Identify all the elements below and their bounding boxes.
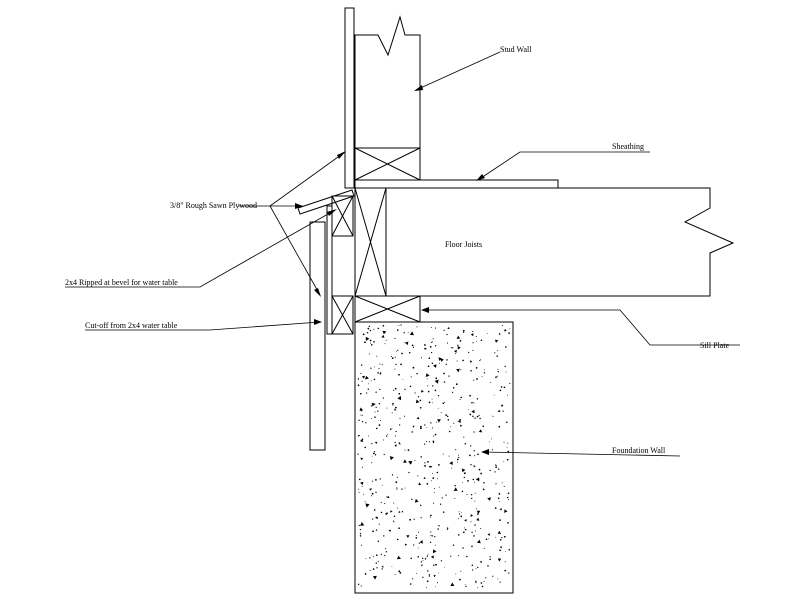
label-stud-wall: Stud Wall [500,45,532,54]
foundation-wall [354,321,514,594]
leader-lines [65,51,740,457]
label-cut-off: Cut-off from 2x4 water table [85,321,178,330]
rim-joist [354,187,387,297]
concrete-stipple [357,324,511,589]
outer-plywood [326,205,333,335]
water-table-bevel [297,189,355,237]
stud-wall [354,15,421,180]
sill-plate [354,295,421,323]
bottom-plate [354,147,421,181]
sheathing [354,179,559,189]
trim-board [309,221,326,451]
label-foundation-wall: Foundation Wall [612,446,666,455]
label-sheathing: Sheathing [612,142,644,151]
label-rough-sawn-plywood: 3/8" Rough Sawn Plywood [170,201,257,210]
rough-sawn-plywood [344,7,355,189]
label-sill-plate: Sill Plate [700,341,730,350]
label-floor-joists: Floor Joists [445,240,482,249]
floor-joist [386,187,735,297]
label-ripped-bevel: 2x4 Ripped at bevel for water table [65,278,178,287]
cut-off-block [331,295,354,335]
